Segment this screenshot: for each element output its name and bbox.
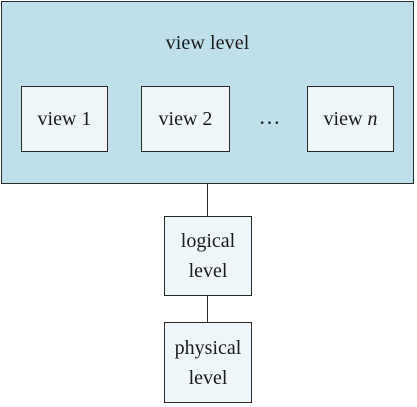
view-2-box: view 2	[141, 86, 230, 152]
physical-level-line1: physical	[174, 336, 242, 359]
view-1-box: view 1	[21, 86, 108, 152]
view-n-box: view n	[307, 86, 394, 152]
ellipsis: …	[258, 104, 282, 129]
logical-level-line2: level	[188, 260, 228, 282]
view-level-title: view level	[165, 32, 250, 54]
physical-level-box: physical level	[164, 322, 252, 403]
physical-level-line2: level	[188, 366, 228, 389]
logical-level-line1: logical	[180, 230, 236, 252]
view-n-label-prefix: view	[323, 107, 368, 130]
connector-logical-to-physical	[207, 296, 208, 322]
view-2-label: view 2	[158, 107, 213, 130]
connector-view-to-logical	[207, 184, 208, 216]
logical-level-box: logical level	[164, 216, 252, 296]
view-n-label-italic: n	[367, 107, 378, 130]
view-1-label: view 1	[37, 107, 92, 130]
